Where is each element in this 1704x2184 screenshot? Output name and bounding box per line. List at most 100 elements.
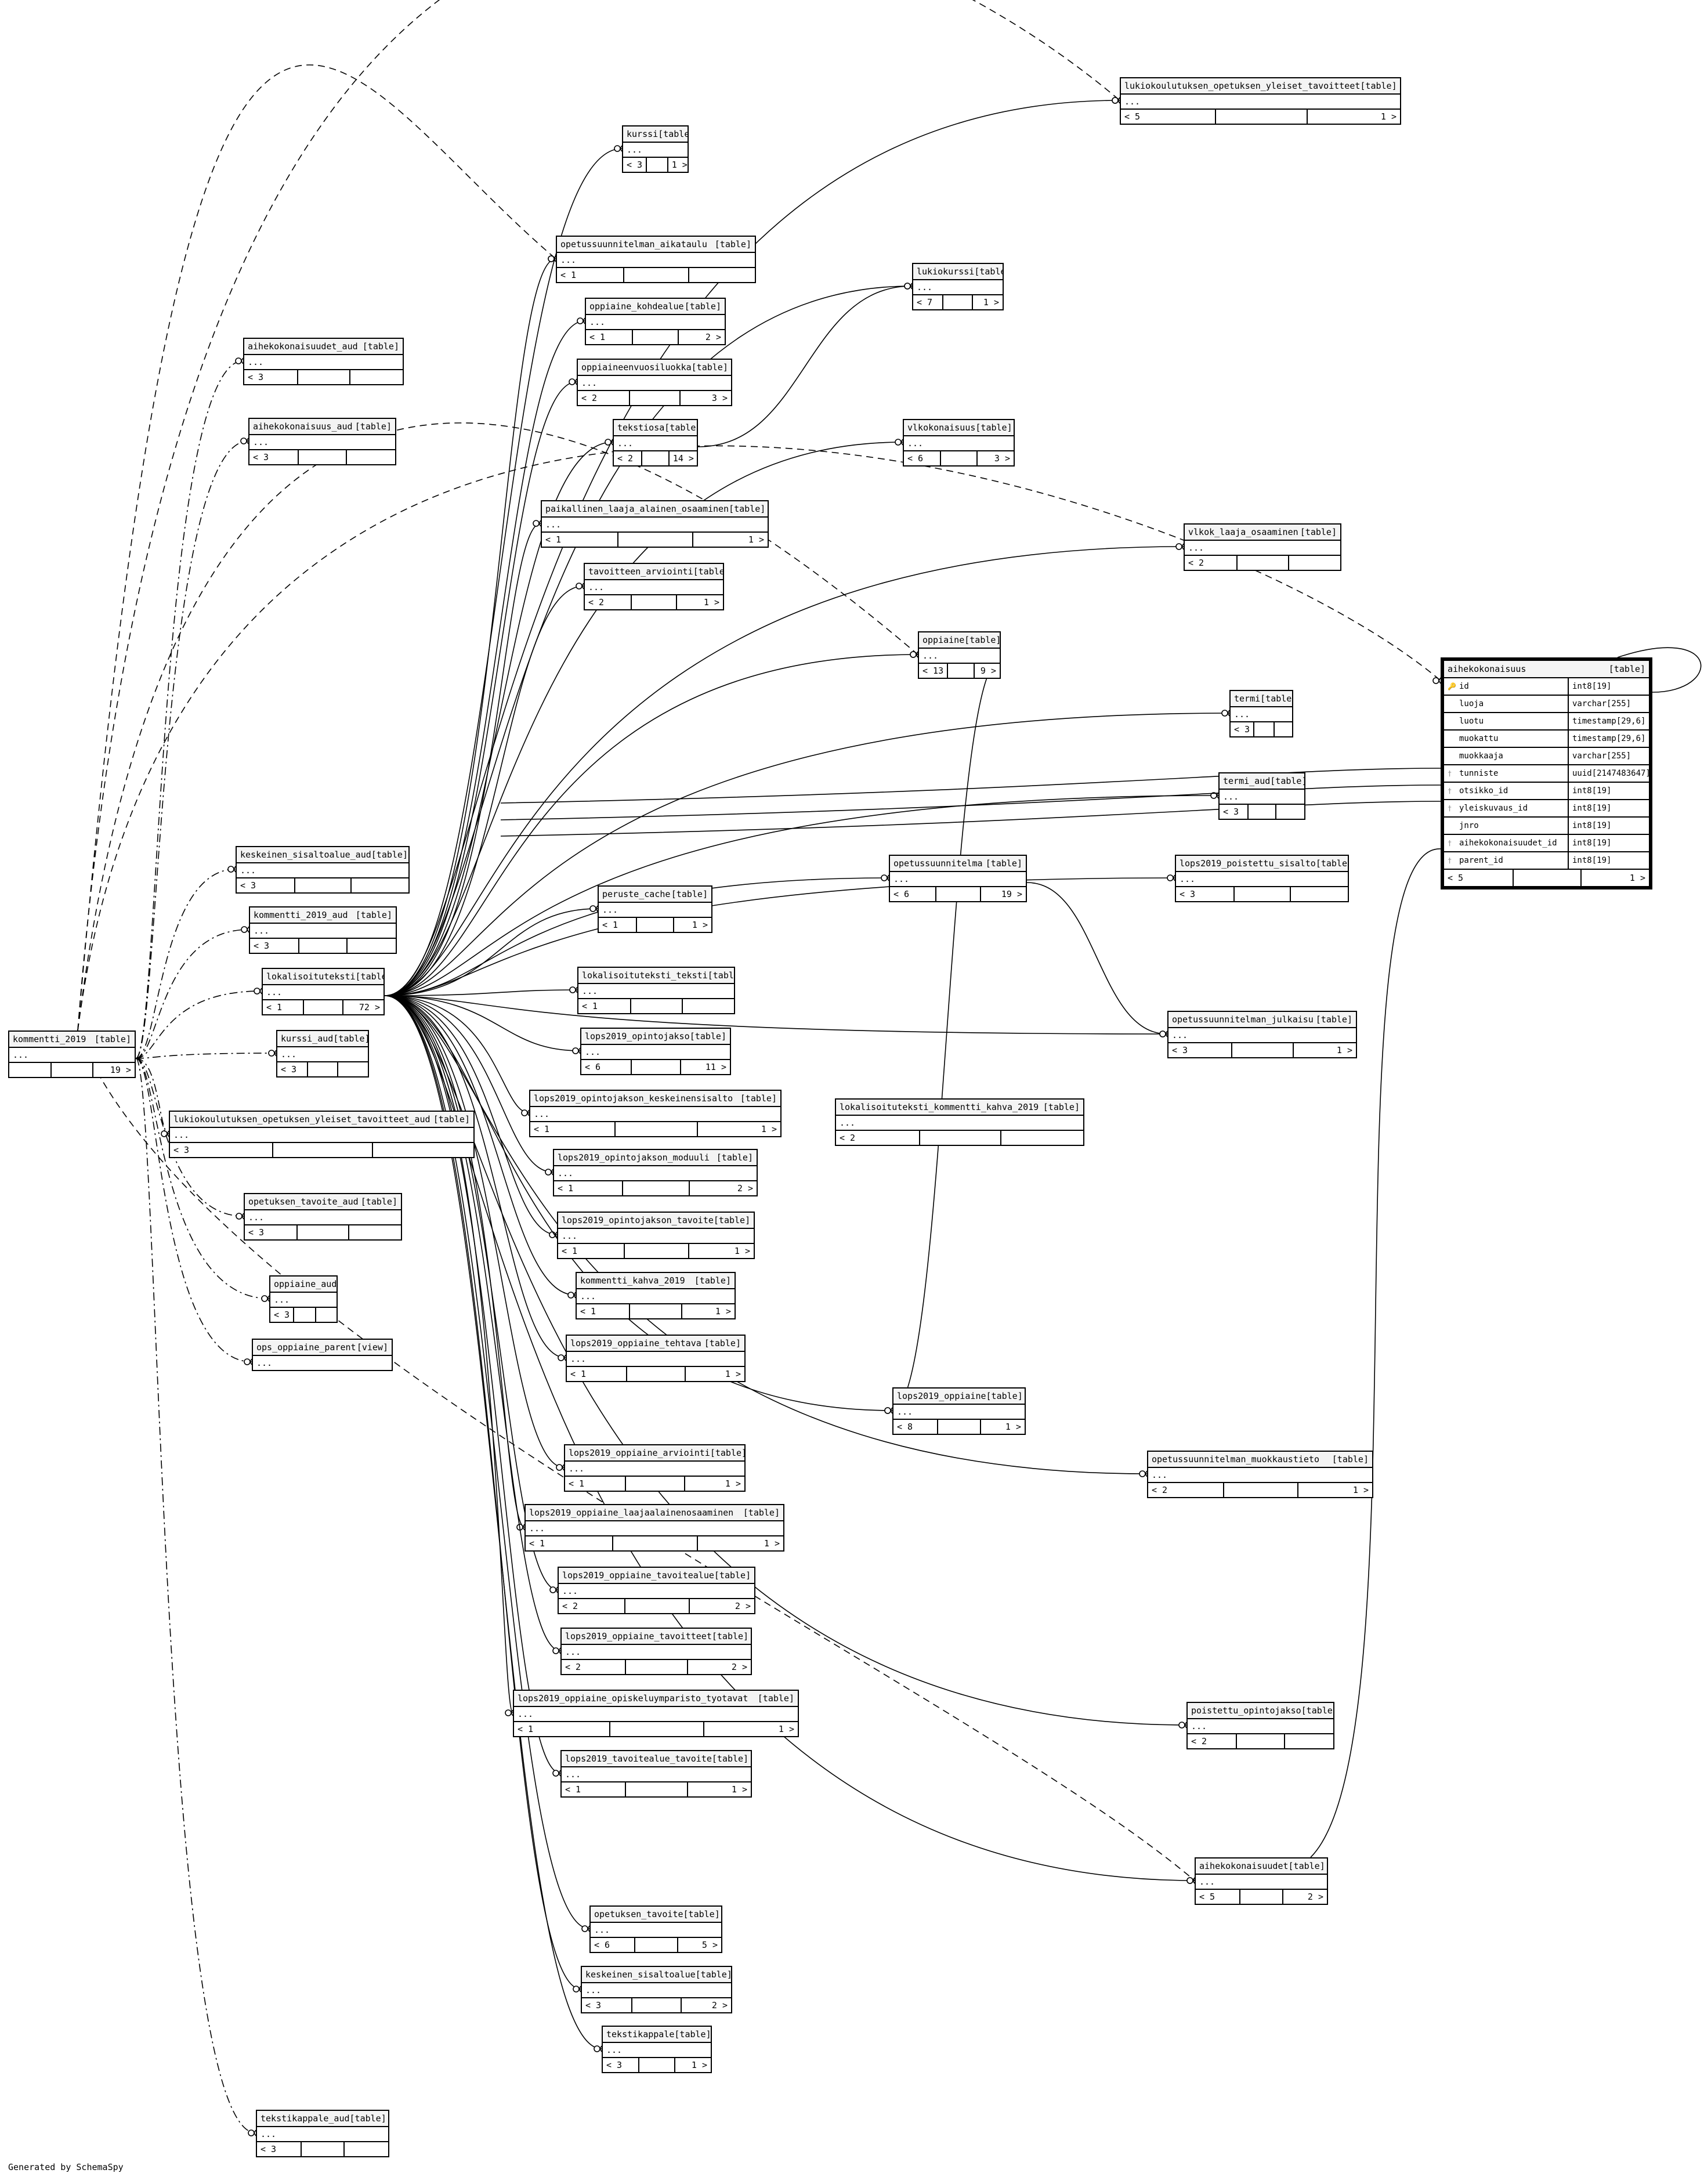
children-count[interactable]: 1 > <box>703 597 719 608</box>
parents-count[interactable]: < 1 <box>578 999 632 1013</box>
collapsed-columns[interactable]: ... <box>623 143 688 158</box>
children-count[interactable]: 1 > <box>692 920 708 930</box>
collapsed-columns[interactable]: ... <box>526 1521 783 1536</box>
children-count[interactable]: 1 > <box>725 1369 741 1379</box>
parents-count[interactable]: < 5 <box>1444 870 1514 886</box>
collapsed-columns[interactable]: ... <box>591 1923 721 1938</box>
parents-count[interactable]: < 8 <box>893 1420 938 1434</box>
children-count[interactable]: 1 > <box>1629 873 1645 883</box>
parents-count[interactable]: < 3 <box>1231 722 1255 736</box>
children-count[interactable]: 5 > <box>701 1940 718 1950</box>
children-count[interactable]: 1 > <box>1380 111 1397 122</box>
parents-count[interactable]: < 3 <box>582 1998 633 2012</box>
table-vlkok-laaja-osaaminen[interactable]: vlkok_laaja_osaaminen[table]...< 2 <box>1184 523 1341 571</box>
parents-count[interactable]: < 5 <box>1121 110 1216 124</box>
parents-count[interactable]: < 2 <box>836 1131 920 1145</box>
collapsed-columns[interactable]: ... <box>250 924 396 939</box>
table-kommentti-2019[interactable]: kommentti_2019[table]...19 > <box>8 1030 136 1078</box>
children-count[interactable] <box>689 268 755 282</box>
children-count[interactable]: 1 > <box>691 2060 707 2070</box>
parents-count[interactable]: < 7 <box>913 295 944 309</box>
table-opetussuunnitelman-muokkaustieto[interactable]: opetussuunnitelman_muokkaustieto[table].… <box>1147 1451 1373 1498</box>
parents-count[interactable]: < 3 <box>170 1143 273 1157</box>
children-count[interactable]: 1 > <box>1005 1422 1021 1432</box>
children-count[interactable] <box>347 450 395 464</box>
parents-count[interactable]: < 3 <box>244 370 298 384</box>
collapsed-columns[interactable]: ... <box>585 580 723 595</box>
collapsed-columns[interactable]: ... <box>562 1645 751 1660</box>
collapsed-columns[interactable]: ... <box>559 1584 754 1599</box>
table-tavoitteen-arviointi[interactable]: tavoitteen_arviointi[table]...< 21 > <box>584 563 724 610</box>
collapsed-columns[interactable]: ... <box>554 1166 757 1181</box>
collapsed-columns[interactable]: ... <box>904 436 1014 451</box>
parents-count[interactable]: < 1 <box>514 1722 611 1736</box>
children-count[interactable]: 2 > <box>711 2000 728 2011</box>
collapsed-columns[interactable]: ... <box>890 872 1026 887</box>
children-count[interactable] <box>316 1308 337 1322</box>
children-count[interactable] <box>1276 805 1304 819</box>
table-lokalisoituteksti-teksti[interactable]: lokalisoituteksti_teksti[table]...< 1 <box>577 967 735 1014</box>
table-tekstikappale-aud[interactable]: tekstikappale_aud[table]...< 3 <box>256 2110 389 2157</box>
collapsed-columns[interactable]: ... <box>558 1229 754 1244</box>
collapsed-columns[interactable]: ... <box>567 1352 744 1367</box>
table-lops2019-poistettu-sisalto[interactable]: lops2019_poistettu_sisalto[table]...< 3 <box>1175 855 1349 902</box>
collapsed-columns[interactable]: ... <box>599 903 711 918</box>
collapsed-columns[interactable]: ... <box>1168 1028 1356 1043</box>
children-count[interactable]: 3 > <box>711 393 728 403</box>
parents-count[interactable]: < 1 <box>562 1782 626 1796</box>
collapsed-columns[interactable]: ... <box>836 1116 1083 1131</box>
collapsed-columns[interactable]: ... <box>530 1107 780 1122</box>
parents-count[interactable]: < 6 <box>581 1060 632 1074</box>
children-count[interactable] <box>1291 887 1348 901</box>
collapsed-columns[interactable]: ... <box>614 436 697 451</box>
table-paikallinen-laaja-alainen-osaaminen[interactable]: paikallinen_laaja_alainen_osaaminen[tabl… <box>541 500 769 548</box>
collapsed-columns[interactable]: ... <box>270 1293 337 1308</box>
children-count[interactable]: 1 > <box>1336 1045 1352 1055</box>
table-aihekokonaisuus-aud[interactable]: aihekokonaisuus_aud[table]...< 3 <box>248 418 396 465</box>
children-count[interactable]: 1 > <box>1352 1485 1369 1495</box>
collapsed-columns[interactable]: ... <box>237 863 408 878</box>
table-lops2019-oppiaine-tavoitteet[interactable]: lops2019_oppiaine_tavoitteet[table]...< … <box>560 1628 752 1675</box>
collapsed-columns[interactable]: ... <box>1231 707 1292 722</box>
parents-count[interactable]: < 3 <box>249 450 299 464</box>
collapsed-columns[interactable]: ... <box>557 253 755 268</box>
collapsed-columns[interactable]: ... <box>1176 872 1348 887</box>
children-count[interactable]: 3 > <box>994 453 1010 464</box>
table-tekstiosa[interactable]: tekstiosa[table]...< 214 > <box>613 419 698 467</box>
collapsed-columns[interactable]: ... <box>9 1048 135 1063</box>
parents-count[interactable]: < 2 <box>1148 1483 1225 1497</box>
collapsed-columns[interactable]: ... <box>1188 1719 1333 1734</box>
parents-count[interactable]: < 1 <box>557 268 624 282</box>
collapsed-columns[interactable]: ... <box>562 1767 751 1782</box>
children-count[interactable] <box>1001 1131 1083 1145</box>
children-count[interactable]: 1 > <box>734 1246 750 1256</box>
parents-count[interactable]: < 6 <box>591 1938 635 1952</box>
parents-count[interactable]: < 3 <box>237 878 295 892</box>
collapsed-columns[interactable]: ... <box>565 1462 744 1477</box>
table-lukiokurssi[interactable]: lukiokurssi[table]...< 71 > <box>912 263 1004 310</box>
parents-count[interactable]: < 6 <box>890 887 936 901</box>
children-count[interactable]: 1 > <box>778 1724 794 1734</box>
table-lops2019-oppiaine-laajaalainenosaaminen[interactable]: lops2019_oppiaine_laajaalainenosaaminen[… <box>524 1504 784 1552</box>
table-opetussuunnitelman-julkaisu[interactable]: opetussuunnitelman_julkaisu[table]...< 3… <box>1167 1011 1357 1058</box>
children-count[interactable] <box>1289 556 1340 570</box>
collapsed-columns[interactable]: ... <box>1121 95 1400 110</box>
children-count[interactable]: 2 > <box>737 1183 753 1194</box>
collapsed-columns[interactable]: ... <box>263 985 384 1000</box>
parents-count[interactable]: < 13 <box>919 664 949 678</box>
collapsed-columns[interactable]: ... <box>542 518 768 533</box>
parents-count[interactable]: < 3 <box>250 939 300 953</box>
collapsed-columns[interactable]: ... <box>1220 790 1304 805</box>
